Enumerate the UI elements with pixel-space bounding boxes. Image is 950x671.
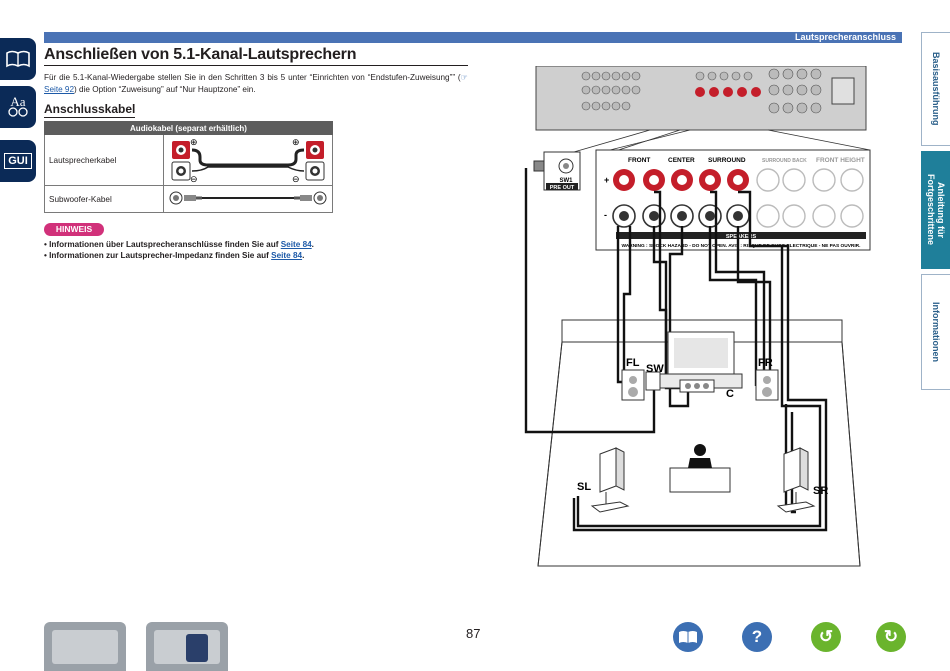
cables-table: Audiokabel (separat erhältlich) Lautspre…	[44, 121, 333, 213]
center-label: CENTER	[668, 157, 695, 164]
fl-speaker	[621, 369, 645, 401]
fr-label: FR	[758, 357, 773, 369]
surround-label: SURROUND	[708, 157, 746, 164]
cable-row-label: Subwoofer-Kabel	[44, 185, 164, 213]
minus-label: -	[604, 210, 607, 220]
contents-button[interactable]	[673, 622, 703, 652]
hinweis-page-link[interactable]: Seite 84	[271, 251, 303, 260]
player-thumbnail	[146, 622, 228, 671]
sofa	[669, 467, 731, 493]
sr-label: SR	[813, 485, 828, 497]
gui-tab[interactable]: GUI	[0, 140, 36, 182]
speakers-label: SPEAKERS	[726, 234, 757, 240]
tab-fortgeschrittene[interactable]: Anleitung für Fortgeschrittene	[921, 151, 950, 269]
listener-icon	[694, 444, 706, 456]
title-rule	[44, 65, 468, 66]
ref-icon: ☞	[460, 73, 468, 82]
receiver-jacks	[581, 68, 822, 114]
speaker-cable-illustration: ⊕ ⊖ ⊕ ⊖	[163, 134, 333, 186]
fl-label: FL	[626, 357, 640, 369]
glossary-tab[interactable]: Aa	[0, 86, 36, 128]
svg-text:⊕: ⊕	[190, 137, 198, 147]
sw-label: SW	[646, 363, 664, 375]
gui-icon: GUI	[4, 153, 32, 169]
undo-icon: ↺	[818, 627, 834, 646]
warning-label: WARNING : SHOCK HAZARD - DO NOT OPEN. AV…	[622, 243, 861, 249]
sw-speaker	[645, 371, 661, 391]
hinweis-badge: HINWEIS	[44, 223, 104, 236]
cables-heading: Anschlusskabel	[44, 102, 136, 118]
page-number: 87	[466, 626, 481, 641]
book-icon	[679, 631, 697, 643]
forward-button[interactable]: ↻	[876, 622, 906, 652]
section-header-bar: Lautsprecheranschluss	[44, 32, 902, 43]
cables-table-header: Audiokabel (separat erhältlich)	[44, 121, 333, 135]
product-thumbnail	[44, 622, 126, 671]
hinweis-page-link[interactable]: Seite 84	[280, 240, 312, 249]
pre-out-label: PRE OUT	[550, 185, 575, 191]
svg-text:⊖: ⊖	[190, 174, 198, 183]
red-terminals	[613, 169, 749, 191]
help-button[interactable]: ?	[742, 622, 772, 652]
sl-speaker	[590, 447, 630, 513]
unused-terminals	[756, 168, 864, 228]
intro-paragraph: Für die 5.1-Kanal-Wiedergabe stellen Sie…	[44, 73, 468, 94]
intro-page-link[interactable]: Seite 92	[44, 85, 75, 94]
speaker-cables	[524, 168, 828, 532]
fr-speaker	[755, 369, 779, 401]
sr-speaker	[776, 447, 816, 513]
hinweis-item: • Informationen über Lautsprecheranschlü…	[44, 240, 314, 249]
front-height-label: FRONT HEIGHT	[816, 157, 865, 164]
question-icon: ?	[751, 627, 763, 646]
connection-diagram: SW1 PRE OUT FRONT CENTER SURROUND SURROU…	[524, 66, 871, 567]
svg-text:⊖: ⊖	[292, 174, 300, 183]
glossary-icon: Aa	[8, 95, 28, 118]
sl-label: SL	[577, 481, 591, 493]
book-tab[interactable]	[0, 38, 36, 80]
redo-icon: ↻	[883, 627, 899, 646]
section-title: Lautsprecheranschluss	[794, 32, 896, 42]
hinweis-item: • Informationen zur Lautsprecher-Impedan…	[44, 251, 305, 260]
book-icon	[6, 50, 30, 68]
back-button[interactable]: ↺	[811, 622, 841, 652]
tab-informationen[interactable]: Informationen	[921, 274, 950, 390]
tab-basisausfuehrung[interactable]: Basisausführung	[921, 32, 950, 146]
plus-label: +	[604, 175, 609, 185]
front-label: FRONT	[628, 157, 650, 164]
receiver-speaker-terminals-small	[695, 87, 761, 97]
sw1-label: SW1	[559, 178, 573, 184]
power-inlet	[831, 77, 855, 105]
svg-text:⊕: ⊕	[292, 137, 300, 147]
subwoofer-cable-illustration	[163, 185, 333, 213]
surround-back-label: SURROUND BACK	[762, 158, 807, 164]
c-label: C	[726, 388, 734, 400]
page-title: Anschließen von 5.1-Kanal-Lautsprechern	[44, 46, 357, 63]
cable-row-label: Lautsprecherkabel	[44, 134, 164, 186]
